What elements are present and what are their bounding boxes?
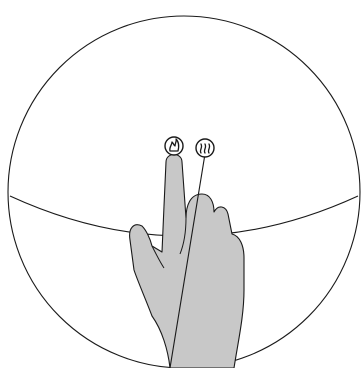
pointing-hand xyxy=(130,155,244,368)
flame-icon xyxy=(165,137,183,155)
heater-icon xyxy=(196,139,214,157)
